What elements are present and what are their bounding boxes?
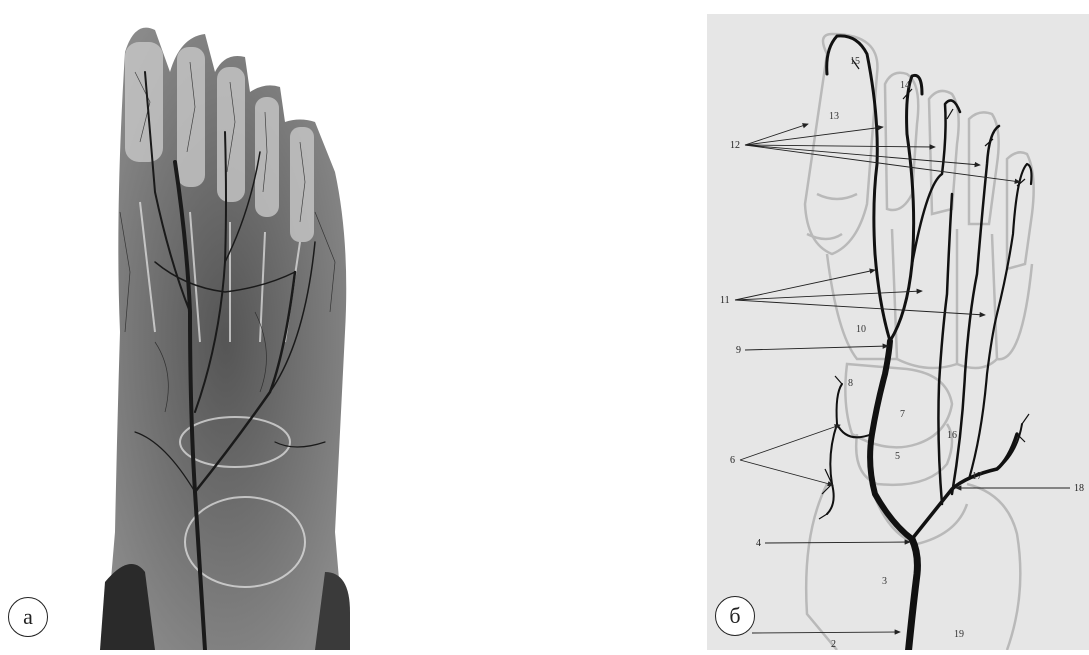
label-4: 4: [756, 538, 761, 549]
label-18: 18: [1074, 483, 1084, 494]
label-11: 11: [720, 295, 730, 306]
label-6: 6: [730, 455, 735, 466]
label-12: 12: [730, 140, 740, 151]
panel-b-badge: б: [715, 596, 755, 636]
label-9: 9: [736, 345, 741, 356]
